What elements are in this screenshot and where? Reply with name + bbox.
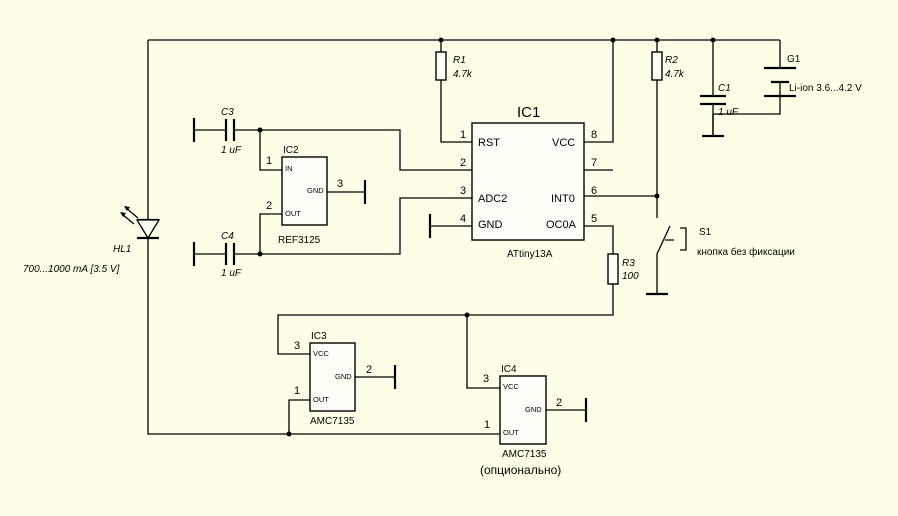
ic1-pin-5: 5 [591,213,597,225]
junction-ic3-out [286,431,292,437]
ic1-pin-2: 2 [460,157,466,169]
wire-ic2-in [259,130,282,171]
ic2-ref: IC2 [283,145,299,156]
ic1-pin-name-oc0a: OC0A [546,219,577,231]
capacitor-c1-symbol [700,94,726,106]
ic4-note: (опционально) [480,463,561,477]
battery-g1-symbol [764,66,796,98]
switch-s1-contact [656,225,671,255]
ic4-pin-3: 3 [483,373,489,385]
ic1-pin-6: 6 [591,185,597,197]
ic3-pin-name-out: OUT [313,395,329,404]
ic4-body [499,375,547,445]
ic2-pin-3: 3 [337,178,343,190]
c4-value: 1 uF [221,268,242,279]
ic3-pin-2: 2 [366,364,372,376]
wire-ic3-vcc [277,314,467,355]
ic1-pin-3: 3 [460,185,466,197]
wire-c3 [194,129,472,171]
ic1-pin-name-adc2: ADC2 [478,193,507,205]
ic1-pin-name-gnd: GND [478,219,503,231]
wire-ic2-out [259,213,282,254]
c3-value: 1 uF [221,145,242,156]
wire-ic1-vcc [584,40,614,143]
ic3-pin-name-gnd: GND [335,372,352,381]
s1-ref: S1 [699,227,712,238]
ic1-pin-1: 1 [460,129,466,141]
ic2-pin-2: 2 [266,200,272,212]
ic1-pin-name-rst: RST [478,137,500,149]
capacitor-c3-symbol [224,119,236,141]
ic1-body [471,122,585,241]
r1-value: 4.7k [453,69,473,80]
ic4-pin-name-vcc: VCC [503,382,519,391]
switch-s1-actuator [665,227,687,251]
c4-ref: C4 [221,231,234,242]
wire-r1 [440,40,472,143]
capacitor-c4-symbol [224,243,236,265]
ic3-pin-name-vcc: VCC [313,349,329,358]
ic1-pin-7: 7 [591,157,597,169]
ic4-pin-name-out: OUT [503,428,519,437]
c1-value: 1 uF [718,107,739,118]
c3-ref: C3 [221,107,234,118]
ic1-ref: IC1 [517,104,540,121]
wire-ic4-vcc [466,315,500,389]
hl1-ref: HL1 [113,244,131,255]
r1-ref: R1 [453,55,466,66]
ic1-pin-name-vcc: VCC [552,137,575,149]
s1-desc: кнопка без фиксации [697,246,795,258]
wire-g1 [713,40,781,115]
resistor-r2-symbol [651,51,663,81]
r3-ref: R3 [622,258,635,269]
ic1-part: ATtiny13A [507,249,553,260]
ic2-pin-name-in: IN [285,164,293,173]
ic4-pin-1: 1 [484,419,490,431]
r2-value: 4.7k [665,69,685,80]
ic3-body [309,342,356,412]
wire-c4 [194,197,472,255]
resistor-r1-symbol [435,51,447,81]
resistor-r3-symbol [607,253,619,285]
ic3-pin-1: 1 [294,385,300,397]
ic1-pin-8: 8 [591,129,597,141]
ic2-pin-name-gnd: GND [307,186,324,195]
ic3-pin-3: 3 [294,340,300,352]
ic4-pin-name-gnd: GND [525,405,542,414]
wire-ic3-out [288,399,310,434]
ic1-pin-name-int0: INT0 [551,193,575,205]
ic3-ref: IC3 [311,331,327,342]
g1-ref: G1 [787,54,801,65]
ic4-part: AMC7135 [502,449,547,460]
g1-value: Li-ion 3.6...4.2 V [789,83,862,94]
ic2-pin-name-out: OUT [285,209,301,218]
r3-value: 100 [622,271,639,282]
ic2-part: REF3125 [278,235,321,246]
ic2-body [281,156,328,226]
wire-hl1 [147,40,472,435]
ic2-pin-1: 1 [266,155,272,167]
ic4-pin-2: 2 [556,397,562,409]
led-hl1-symbol [120,206,161,240]
ic1-pin-4: 4 [460,213,466,225]
ic4-ref: IC4 [501,364,517,375]
ic3-part: AMC7135 [310,416,355,427]
wire-oc0a-r3 [467,225,614,316]
hl1-value: 700...1000 mA [3.5 V] [23,264,120,275]
c1-ref: C1 [718,83,731,94]
r2-ref: R2 [665,55,678,66]
